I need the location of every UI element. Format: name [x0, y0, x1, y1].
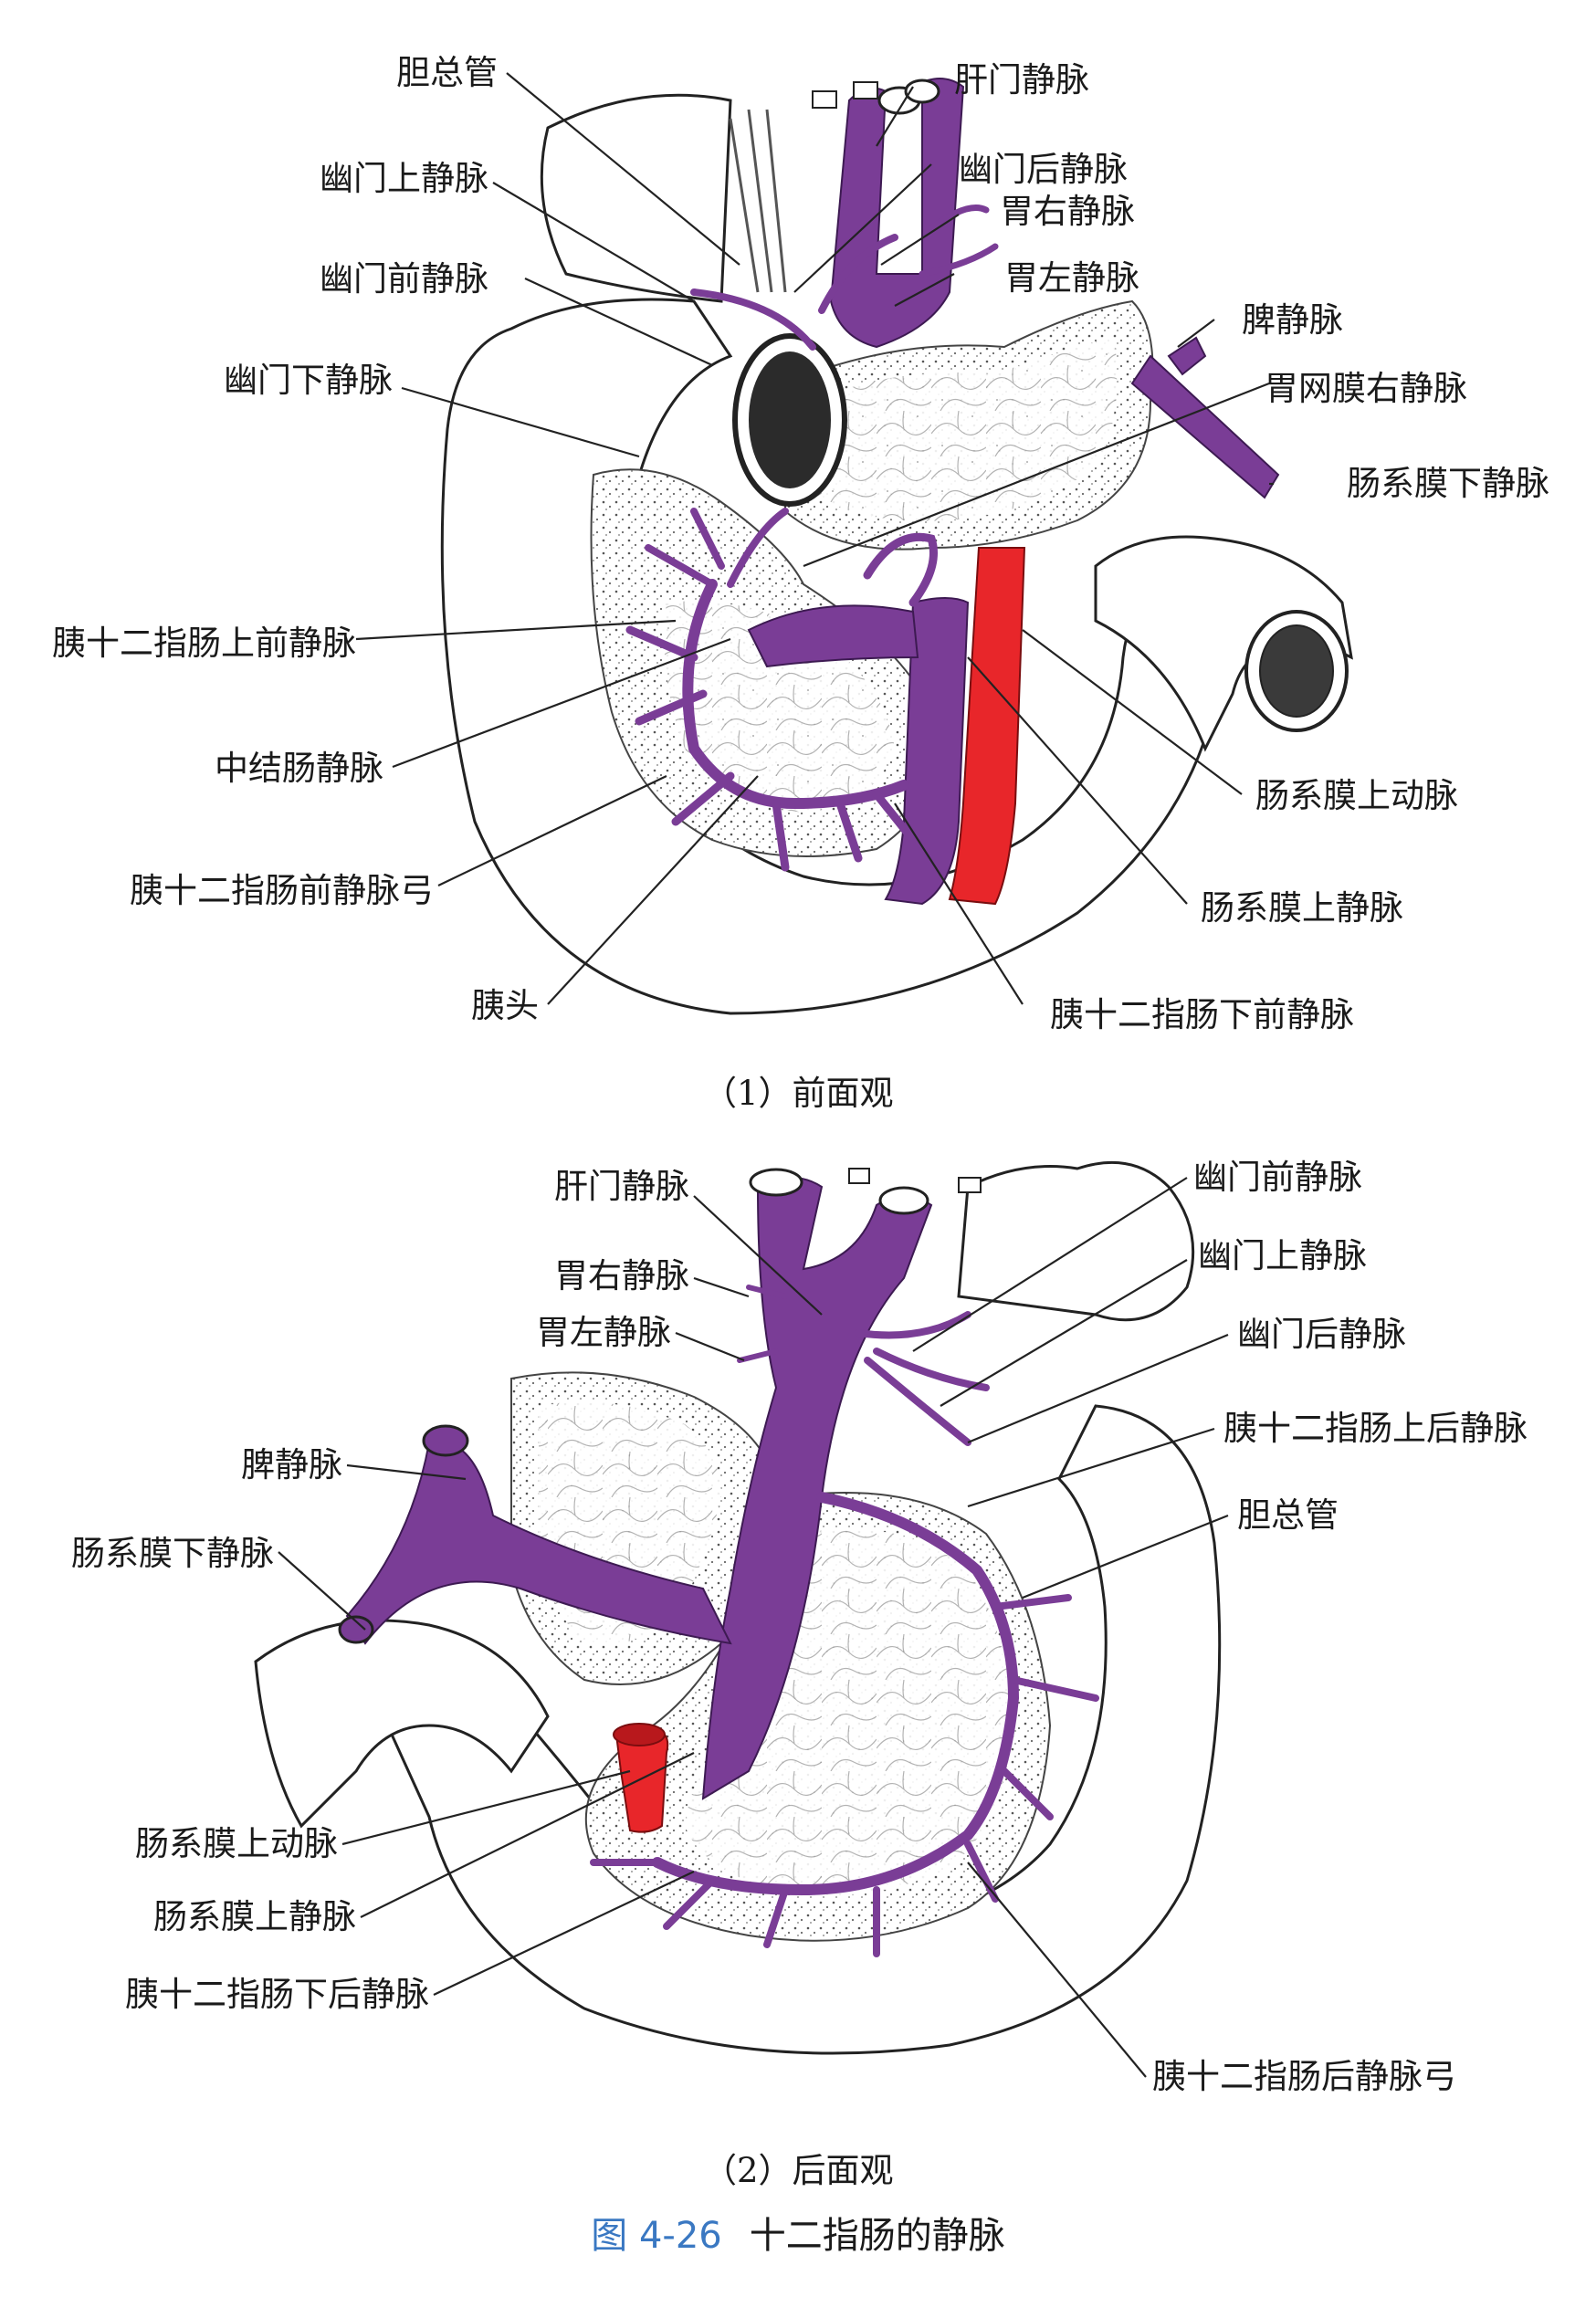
- bile-duct: [729, 109, 787, 293]
- label-superior-mesenteric-vein-posterior: 肠系膜上静脉: [153, 1897, 356, 1936]
- anterior-view-illustration: [355, 72, 1353, 1015]
- label-left-gastric-vein-posterior: 胃左静脉: [536, 1313, 671, 1352]
- splenic-vein-posterior: [345, 1441, 732, 1645]
- posterior-view-illustration: [254, 1160, 1229, 2078]
- sma-artery: [948, 547, 1026, 906]
- label-right-gastric-vein-posterior: 胃右静脉: [554, 1256, 689, 1295]
- anterior-view-caption: （1）前面观: [703, 1074, 894, 1113]
- figure-title: 十二指肠的静脉: [749, 2215, 1005, 2257]
- label-common-bile-duct: 胆总管: [396, 53, 498, 92]
- label-ant-sup-pd-vein: 胰十二指肠上前静脉: [52, 624, 356, 663]
- label-splenic-vein: 脾静脉: [1242, 300, 1343, 340]
- stomach-outline: [540, 93, 732, 303]
- posterior-view-panel: 肝门静脉 幽门前静脉 胃右静脉 幽门上静脉 胃左静脉 幽门后静脉 脾静脉 胰十二…: [0, 1132, 1596, 2209]
- anterior-view-panel: 胆总管 肝门静脉 幽门后静脉 幽门上静脉 胃右静脉 胃左静脉 幽门前静脉 脾静脉…: [0, 0, 1596, 1132]
- figure-number: 图 4-26: [591, 2215, 722, 2257]
- label-pre-pyloric-vein-posterior: 幽门前静脉: [1193, 1158, 1362, 1197]
- label-infra-pyloric-vein: 幽门下静脉: [224, 361, 393, 400]
- portal-vein-trunk-posterior: [701, 1177, 933, 1800]
- duodenal-limb-left: [254, 1619, 550, 1829]
- stomach-outline-posterior: [957, 1160, 1195, 1322]
- label-middle-colic-vein: 中结肠静脉: [215, 749, 383, 788]
- posterior-vein-branches: [590, 1285, 1099, 1957]
- label-supra-pyloric-vein: 幽门上静脉: [320, 159, 488, 198]
- label-post-pyloric-vein: 幽门后静脉: [959, 150, 1128, 189]
- label-post-sup-pd-vein: 胰十二指肠上后静脉: [1223, 1409, 1528, 1448]
- label-ant-inf-pd-vein: 胰十二指肠下前静脉: [1050, 995, 1354, 1034]
- label-superior-mesenteric-artery: 肠系膜上动脉: [1255, 776, 1458, 815]
- label-supra-pyloric-vein-posterior: 幽门上静脉: [1198, 1236, 1367, 1275]
- label-common-bile-duct-posterior: 胆总管: [1237, 1495, 1339, 1535]
- label-post-pyloric-vein-posterior: 幽门后静脉: [1237, 1315, 1406, 1354]
- label-ant-pd-venous-arch: 胰十二指肠前静脉弓: [130, 871, 434, 910]
- label-right-gastric-vein: 胃右静脉: [1000, 192, 1135, 231]
- vein-branches: [625, 205, 999, 872]
- label-pre-pyloric-vein: 幽门前静脉: [320, 259, 488, 299]
- label-post-pd-venous-arch: 胰十二指肠后静脉弓: [1152, 2057, 1456, 2096]
- label-inferior-mesenteric-vein-posterior: 肠系膜下静脉: [71, 1534, 274, 1573]
- label-right-gastroepiploic-vein: 胃网膜右静脉: [1265, 369, 1467, 408]
- label-superior-mesenteric-vein: 肠系膜上静脉: [1201, 888, 1403, 928]
- portal-vein-trunk: [829, 78, 965, 349]
- anterior-leader-lines: [355, 72, 1274, 1005]
- label-hepatic-portal-vein: 肝门静脉: [954, 60, 1089, 100]
- label-superior-mesenteric-artery-posterior: 肠系膜上动脉: [135, 1824, 338, 1863]
- label-hepatic-portal-vein-posterior: 肝门静脉: [554, 1167, 689, 1206]
- posterior-leader-lines: [278, 1177, 1229, 2078]
- label-pancreatic-head: 胰头: [471, 986, 539, 1025]
- posterior-view-caption: （2）后面观: [703, 2151, 894, 2190]
- label-inferior-mesenteric-vein: 肠系膜下静脉: [1347, 464, 1549, 503]
- figure-caption: 图 4-26 十二指肠的静脉: [0, 2215, 1596, 2257]
- label-left-gastric-vein: 胃左静脉: [1004, 258, 1139, 298]
- label-splenic-vein-posterior: 脾静脉: [241, 1445, 342, 1484]
- label-post-inf-pd-vein: 胰十二指肠下后静脉: [125, 1975, 429, 2014]
